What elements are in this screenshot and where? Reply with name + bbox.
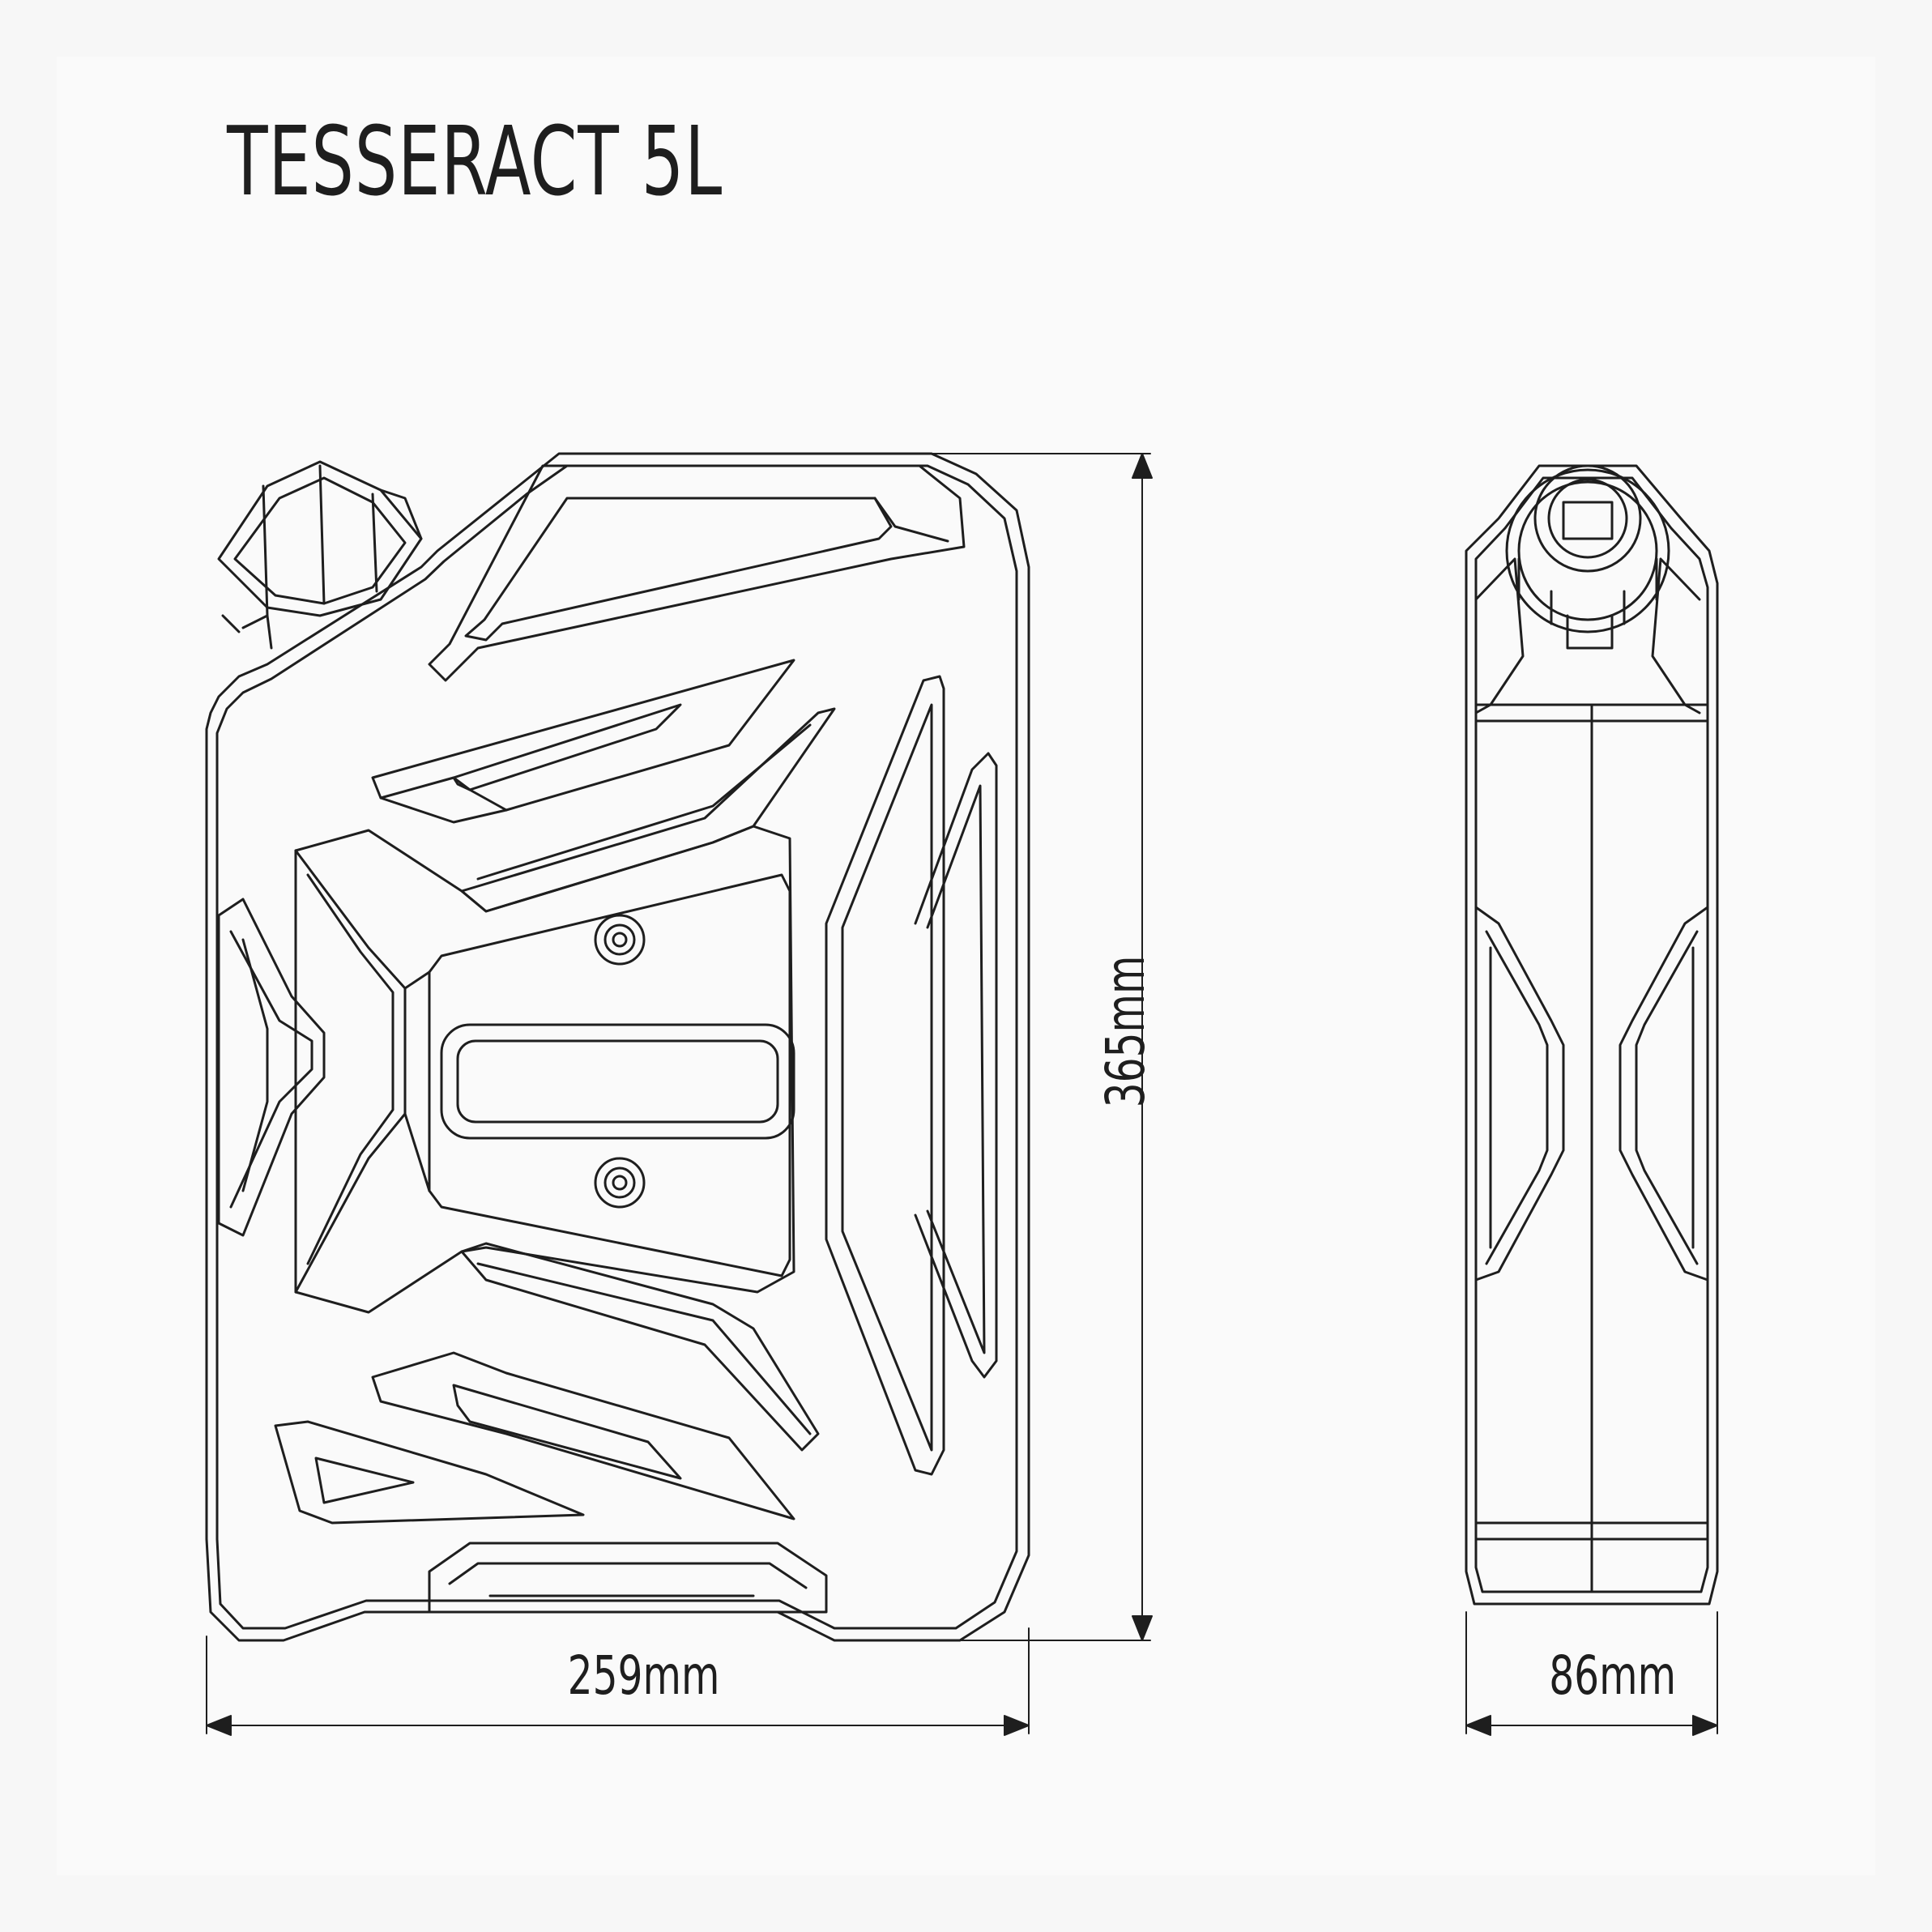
bolt-lower [594, 1157, 646, 1209]
drawing-sheet [57, 57, 1875, 1875]
bolt-upper [594, 914, 646, 966]
front-outline [205, 452, 1030, 1642]
center-grip [440, 1023, 795, 1140]
dimension-lines [206, 453, 1718, 1736]
left-grip [217, 898, 326, 1237]
lower-rib-3 [274, 1420, 585, 1525]
side-outline [1465, 464, 1719, 1606]
upper-rib-1 [371, 659, 795, 824]
lower-rib-2 [371, 1351, 795, 1520]
product-title: TESSERACT 5L [227, 105, 723, 217]
side-cap [1505, 464, 1670, 650]
front-view [205, 452, 1030, 1642]
height-label: 365mm [1094, 955, 1158, 1108]
bottom-handle [428, 1542, 828, 1614]
right-rib [825, 675, 945, 1476]
upper-rib-2 [460, 707, 836, 913]
width-label: 259mm [567, 1644, 720, 1707]
fuel-cap [217, 460, 423, 650]
side-right-recess [1619, 906, 1709, 1282]
top-handle [428, 464, 966, 682]
side-view [1465, 464, 1719, 1606]
depth-label: 86mm [1549, 1644, 1677, 1707]
side-left-recess [1474, 906, 1565, 1282]
center-panel [294, 825, 795, 1314]
lower-rib-1 [460, 1242, 820, 1452]
